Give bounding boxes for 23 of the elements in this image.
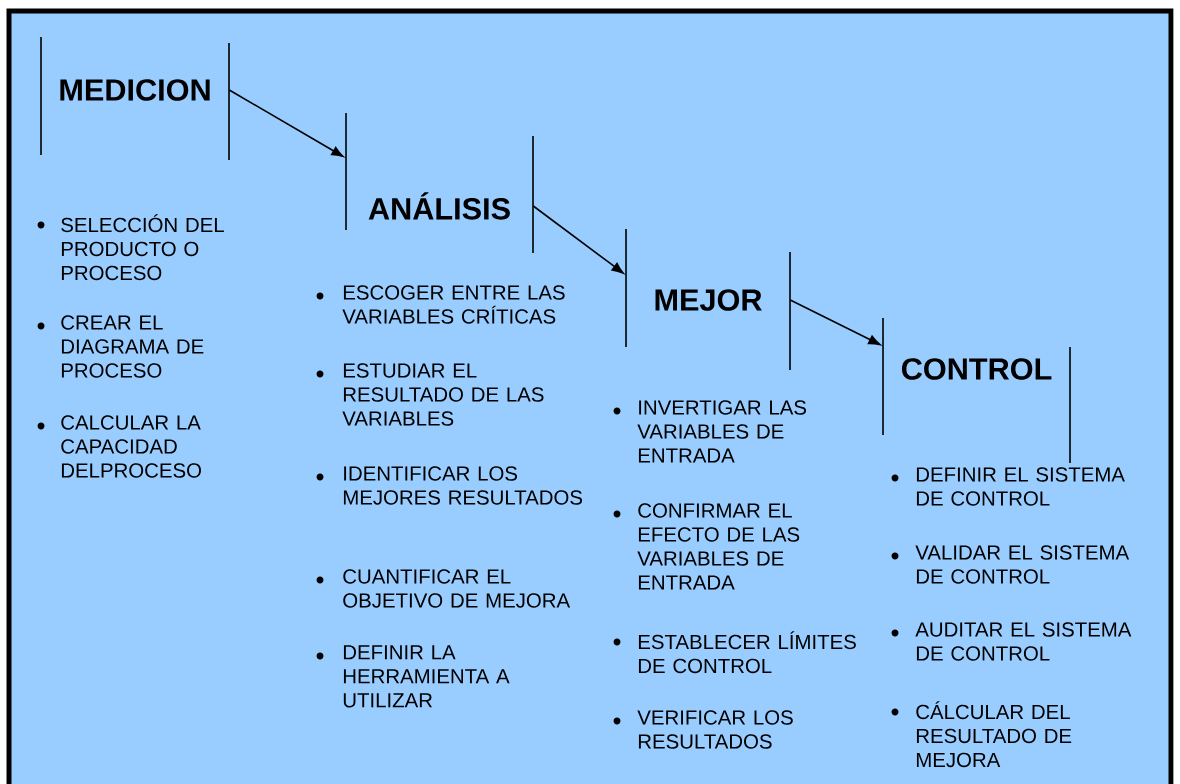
- stage-heading: CONTROL: [882, 317, 1071, 464]
- bullet-item: SELECCIÓN DEL PRODUCTO O PROCESO: [37, 214, 224, 281]
- bullet-item: ESTABLECER LÍMITES DE CONTROL: [613, 631, 856, 674]
- bullet-item: CUANTIFICAR EL OBJETIVO DE MEJORA: [316, 569, 571, 608]
- bullet-item: DEFINIR EL SISTEMA DE CONTROL: [891, 467, 1125, 506]
- arrow: [789, 299, 881, 346]
- bullet-item: CÁLCULAR DEL RESULTADO DE MEJORA: [891, 701, 1072, 768]
- bullet-item: ESTUDIAR EL RESULTADO DE LAS VARIABLES: [316, 363, 544, 426]
- bullet-item: ESCOGER ENTRE LAS VARIABLES CRÍTICAS: [316, 285, 565, 324]
- arrow: [228, 89, 344, 158]
- stage-heading: ANÁLISIS: [345, 112, 534, 254]
- bullet-item: DEFINIR LA HERRAMIENTA A UTILIZAR: [316, 645, 510, 708]
- bullet-item: CALCULAR LA CAPACIDAD DELPROCESO: [37, 415, 201, 478]
- stage-heading: MEJOR: [625, 228, 791, 371]
- stage-heading: MEDICION: [40, 36, 230, 161]
- bullet-item: VERIFICAR LOS RESULTADOS: [613, 710, 793, 749]
- bullet-item: CONFIRMAR EL EFECTO DE LAS VARIABLES DE ENTRADA: [613, 503, 800, 590]
- bullet-item: INVERTIGAR LAS VARIABLES DE ENTRADA: [613, 400, 806, 463]
- bullet-item: IDENTIFICAR LOS MEJORES RESULTADOS: [316, 466, 582, 505]
- bullet-item: AUDITAR EL SISTEMA DE CONTROL: [891, 622, 1132, 661]
- arrow: [532, 205, 624, 274]
- bullet-item: VALIDAR EL SISTEMA DE CONTROL: [891, 545, 1130, 584]
- bullet-item: CREAR EL DIAGRAMA DE PROCESO: [37, 315, 204, 378]
